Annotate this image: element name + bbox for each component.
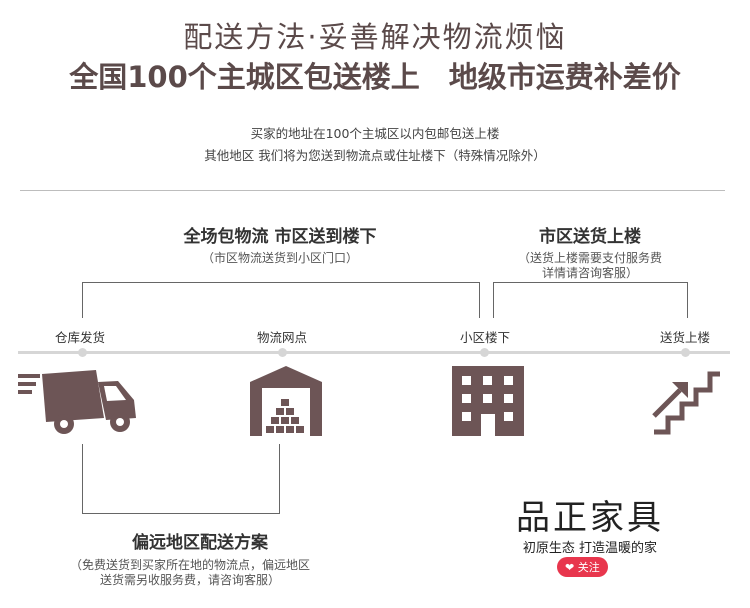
remote-title: 偏远地区配送方案 <box>132 533 268 553</box>
truck-icon <box>18 370 136 434</box>
timeline-dot <box>681 348 690 357</box>
brand-name: 品正家具 <box>516 498 664 538</box>
remote-note-1: （免费送货到买家所在地的物流点，偏远地区 <box>69 558 310 572</box>
remote-note-2: 送货需另收服务费，请咨询客服） <box>99 573 280 587</box>
route-left-bracket-left <box>82 282 83 318</box>
timeline-dot <box>480 348 489 357</box>
brand-slogan: 初原生态 打造温暖的家 <box>522 541 658 556</box>
route-right-note-1: （送货上楼需要支付服务费 <box>517 251 662 265</box>
route-left-bracket-top <box>82 282 480 283</box>
route-right-note-2: 详情请咨询客服） <box>541 266 638 280</box>
heart-icon: ❤ <box>565 561 575 574</box>
page-subtitle: 全国100个主城区包送楼上 地级市运费补差价 <box>69 60 681 94</box>
route-left-title: 全场包物流 市区送到楼下 <box>183 227 377 247</box>
stop-label-downstairs: 小区楼下 <box>459 330 510 345</box>
route-left-bracket-right <box>479 282 480 318</box>
route-right-title: 市区送货上楼 <box>539 227 641 247</box>
description-line-1: 买家的地址在100个主城区以内包邮包送上楼 <box>250 126 500 141</box>
stairs-icon <box>652 371 720 435</box>
building-icon <box>452 366 524 436</box>
timeline-dot <box>78 348 87 357</box>
follow-label: 关注 <box>577 561 600 574</box>
route-right-bracket-left <box>493 282 494 318</box>
stop-label-warehouse: 仓库发货 <box>54 330 105 345</box>
stop-label-logistics: 物流网点 <box>256 330 307 345</box>
timeline <box>18 351 730 354</box>
warehouse-icon <box>250 366 322 436</box>
timeline-dot <box>278 348 287 357</box>
divider <box>20 190 725 191</box>
follow-button[interactable]: ❤ 关注 <box>557 557 608 577</box>
page-title: 配送方法·妥善解决物流烦恼 <box>183 20 567 54</box>
remote-bracket-bottom <box>82 513 280 514</box>
remote-bracket-right <box>279 444 280 514</box>
description-line-2: 其他地区 我们将为您送到物流点或住址楼下（特殊情况除外） <box>204 148 546 163</box>
route-left-note: （市区物流送货到小区门口） <box>201 251 358 265</box>
route-right-bracket-right <box>687 282 688 318</box>
remote-bracket-left <box>82 444 83 514</box>
stop-label-upstairs: 送货上楼 <box>659 330 710 345</box>
route-right-bracket-top <box>493 282 688 283</box>
